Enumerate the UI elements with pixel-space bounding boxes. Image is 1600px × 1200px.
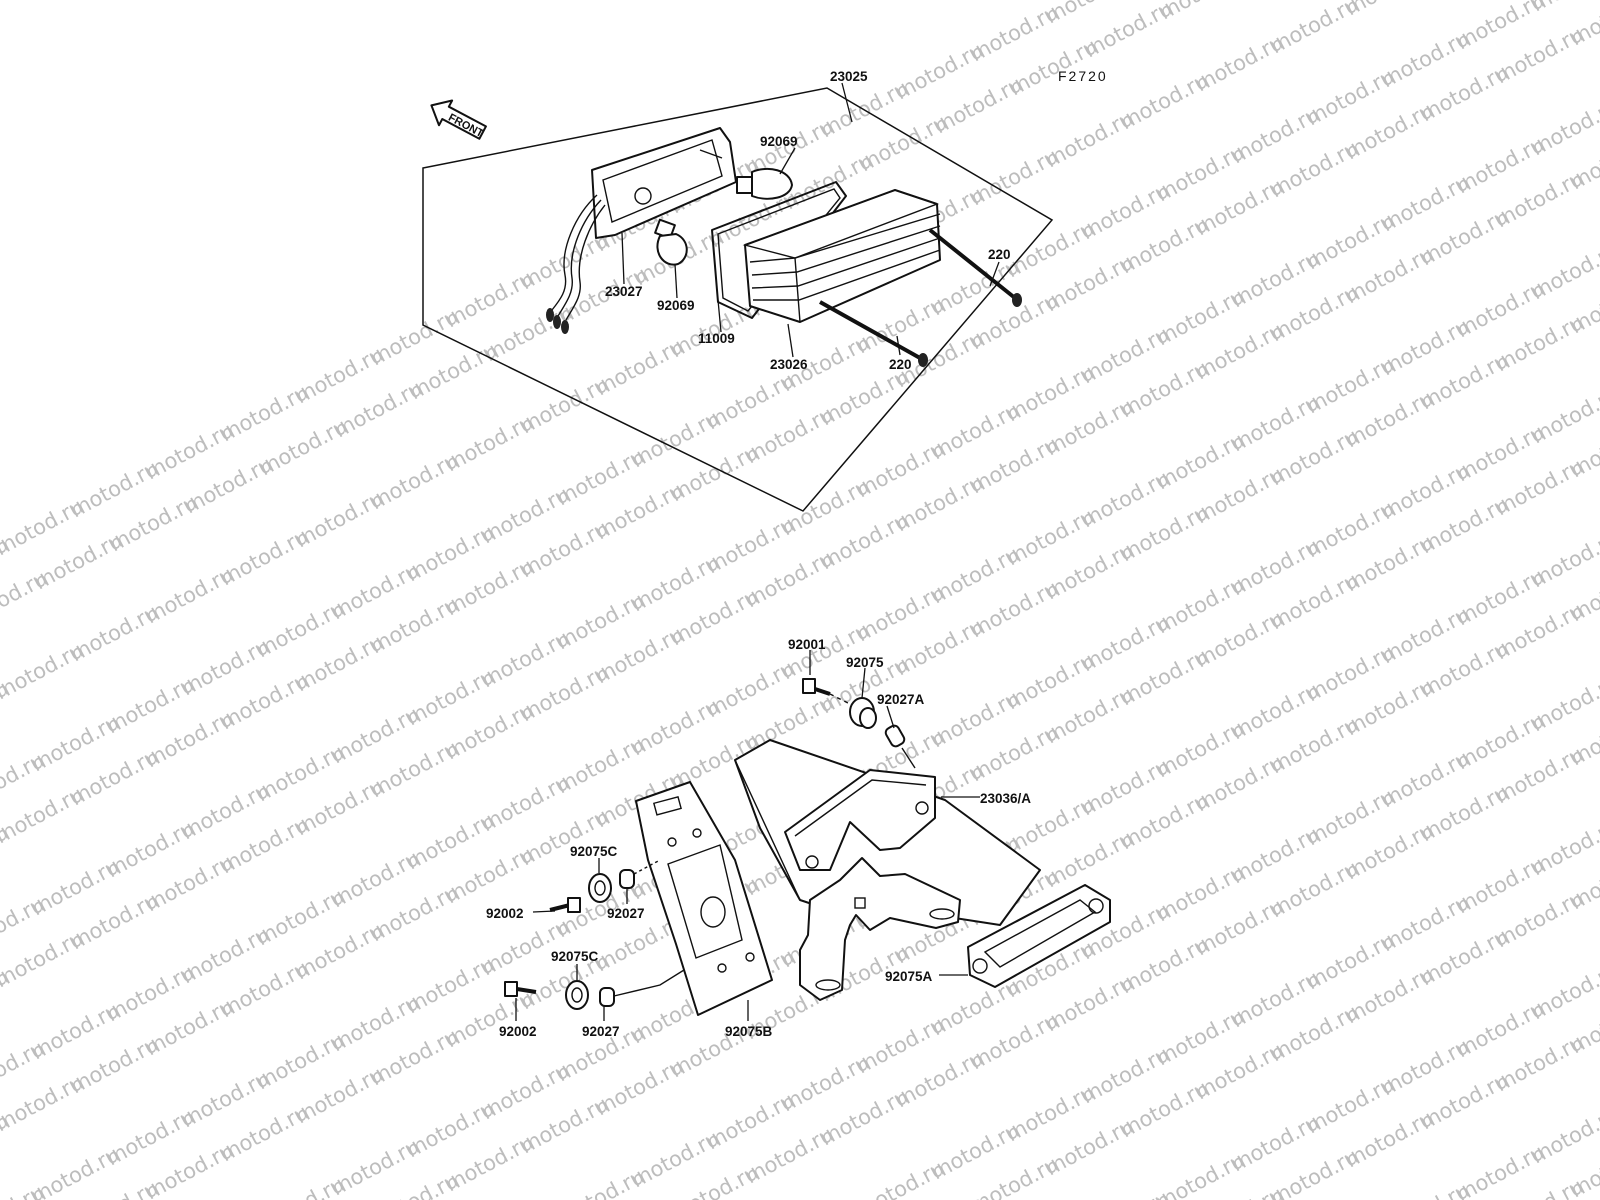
watermark-text: motod.ru bbox=[1155, 0, 1251, 24]
label-lens: 23026 bbox=[770, 357, 808, 372]
figure-code: F2720 bbox=[1058, 68, 1108, 84]
label-lens-cover: 92075A bbox=[885, 969, 933, 984]
wire-harness bbox=[546, 194, 606, 334]
label-23025: 23025 bbox=[830, 69, 868, 84]
label-collar-top: 92027A bbox=[877, 692, 925, 707]
label-collar-lower-left: 92027 bbox=[582, 1024, 620, 1039]
label-bulb-top: 92069 bbox=[760, 134, 798, 149]
label-bulb-bottom: 92069 bbox=[657, 298, 695, 313]
label-license-lamp: 23036/A bbox=[980, 791, 1031, 806]
bolt-top bbox=[802, 678, 831, 696]
label-gasket: 11009 bbox=[698, 331, 735, 346]
damper-upper-left bbox=[588, 873, 612, 903]
assembly-enclosure bbox=[422, 87, 1054, 512]
screw-upper bbox=[928, 228, 1022, 307]
lower-assembly: 92001 92075 92027A 23036/A 92075C 92027 … bbox=[486, 637, 1111, 1039]
label-bolt-top: 92001 bbox=[788, 637, 826, 652]
watermark-text: motod.ru bbox=[1527, 1102, 1600, 1168]
label-bolt-lower-left: 92002 bbox=[499, 1024, 537, 1039]
label-collar-upper-left: 92027 bbox=[607, 906, 645, 921]
bolt-lower-left bbox=[504, 981, 537, 997]
watermark-text: motod.ru bbox=[1527, 238, 1600, 304]
collar-upper-left bbox=[619, 869, 635, 889]
watermark-text: motod.ru bbox=[1527, 814, 1600, 880]
watermark-text: motod.ru bbox=[1527, 526, 1600, 592]
collar-top bbox=[884, 724, 906, 748]
front-direction-arrow-icon: FRONT bbox=[430, 99, 487, 140]
label-bolt-upper-left: 92002 bbox=[486, 906, 524, 921]
damper-lower-left bbox=[565, 980, 589, 1010]
collar-lower-left bbox=[599, 987, 615, 1007]
label-plate-bracket: 92075B bbox=[725, 1024, 773, 1039]
label-screw-lower: 220 bbox=[889, 357, 912, 372]
label-screw-upper: 220 bbox=[988, 247, 1011, 262]
license-lamp-housing bbox=[784, 769, 936, 871]
lamp-mount-bracket bbox=[799, 857, 961, 1001]
watermark-text: motod.ru bbox=[1341, 0, 1437, 20]
watermark-text: motod.ru bbox=[1527, 958, 1600, 1024]
bolt-upper-left bbox=[549, 897, 581, 913]
tail-lens bbox=[742, 189, 941, 323]
lamp-lens-cover bbox=[967, 884, 1111, 988]
bulb-top bbox=[736, 167, 793, 200]
upper-assembly: 23025 92069 23027 92069 11009 23026 220 … bbox=[422, 69, 1054, 512]
screw-lower bbox=[819, 300, 928, 367]
label-housing: 23027 bbox=[605, 284, 643, 299]
damper-top bbox=[849, 697, 877, 729]
bulb-bottom bbox=[654, 218, 688, 266]
label-damper-upper-left: 92075C bbox=[570, 844, 618, 859]
watermark-text: motod.ru bbox=[1527, 670, 1600, 736]
watermark-text: motod.ru bbox=[1527, 0, 1600, 16]
label-damper-lower-left: 92075C bbox=[551, 949, 599, 964]
number-plate-bracket bbox=[635, 781, 773, 1016]
watermark-text: motod.ru bbox=[1527, 382, 1600, 448]
watermark-text: motod.ru bbox=[1527, 94, 1600, 160]
label-damper-top: 92075 bbox=[846, 655, 884, 670]
